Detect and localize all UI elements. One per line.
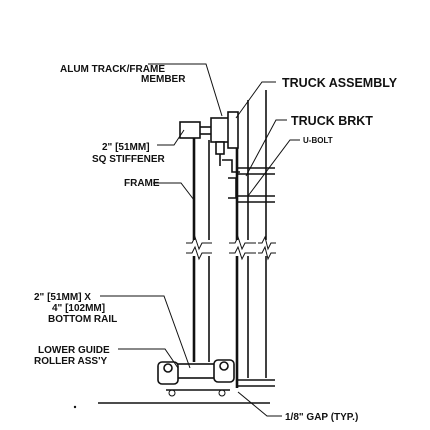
bottom-rail-label-line1: 2" [51MM] X [34, 292, 91, 303]
bottom-rail-label-line3: BOTTOM RAIL [48, 314, 117, 325]
u-bolt-label: U-BOLT [303, 136, 333, 145]
lower-guide-label-line2: ROLLER ASS'Y [34, 356, 107, 367]
lower-guide-label-line1: LOWER GUIDE [38, 345, 110, 356]
truck-assembly [179, 111, 240, 173]
truck-assembly-label: TRUCK ASSEMBLY [282, 76, 398, 90]
frame-label: FRAME [124, 178, 160, 189]
gap-label: 1/8" GAP (TYP.) [285, 412, 358, 423]
dot-mark [73, 405, 77, 409]
break-lines [186, 235, 276, 261]
u-bolts [228, 167, 275, 387]
alum-track-label-line1: ALUM TRACK/FRAME [60, 64, 165, 75]
lower-guide-roller-assembly [157, 359, 235, 397]
stiffener-label-line2: SQ STIFFENER [92, 154, 166, 165]
bottom-rail-label-line2: 4" [102MM] [52, 303, 105, 314]
truck-brkt-label: TRUCK BRKT [291, 114, 373, 128]
stiffener-label-line1: 2" [51MM] [102, 142, 150, 153]
alum-track-label-line2: MEMBER [141, 74, 186, 85]
leader-lines [100, 63, 300, 417]
frame-members-lower [192, 256, 267, 388]
